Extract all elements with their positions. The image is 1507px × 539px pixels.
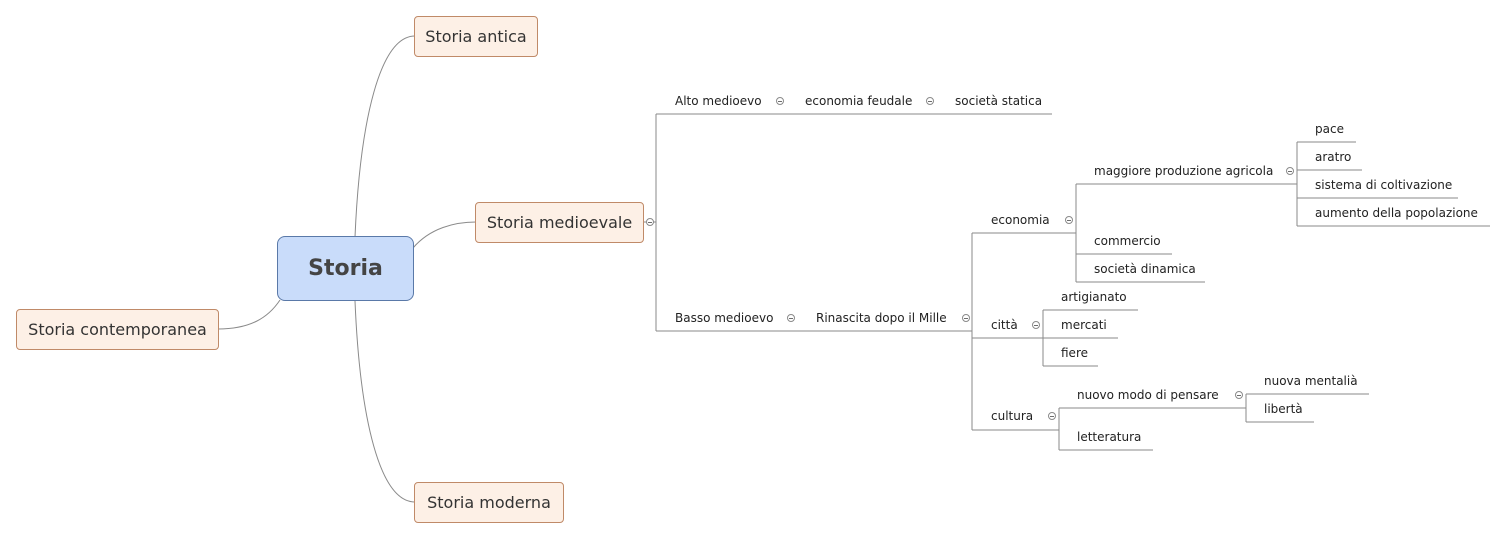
connector-pensare-split bbox=[1237, 393, 1369, 423]
collapse-icon[interactable] bbox=[1235, 391, 1243, 399]
node-maggiore-produzione[interactable]: maggiore produzione agricola bbox=[1094, 164, 1274, 178]
node-cultura[interactable]: cultura bbox=[991, 409, 1034, 423]
topic-storia-contemporanea[interactable]: Storia contemporanea bbox=[16, 309, 219, 350]
connector-basso-split bbox=[805, 232, 1065, 431]
connector-economia-split bbox=[1065, 183, 1295, 283]
collapse-icon[interactable] bbox=[776, 97, 784, 105]
collapse-icon[interactable] bbox=[787, 314, 795, 322]
node-sistema-coltivazione[interactable]: sistema di coltivazione bbox=[1315, 178, 1453, 192]
node-aumento-popolazione[interactable]: aumento della popolazione bbox=[1315, 206, 1478, 220]
collapse-icon[interactable] bbox=[926, 97, 934, 105]
node-fiere[interactable]: fiere bbox=[1061, 346, 1088, 360]
node-economia-feudale[interactable]: economia feudale bbox=[805, 94, 913, 108]
topic-storia-moderna[interactable]: Storia moderna bbox=[414, 482, 564, 523]
node-rinascita[interactable]: Rinascita dopo il Mille bbox=[816, 311, 947, 325]
node-societa-statica[interactable]: società statica bbox=[955, 94, 1043, 108]
node-nuovo-modo-pensare[interactable]: nuovo modo di pensare bbox=[1077, 388, 1219, 402]
node-aratro[interactable]: aratro bbox=[1315, 150, 1352, 164]
collapse-icon[interactable] bbox=[1286, 167, 1294, 175]
node-commercio[interactable]: commercio bbox=[1094, 234, 1161, 248]
node-letteratura[interactable]: letteratura bbox=[1077, 430, 1142, 444]
node-societa-dinamica[interactable]: società dinamica bbox=[1094, 262, 1196, 276]
node-economia[interactable]: economia bbox=[991, 213, 1050, 227]
central-topic[interactable]: Storia bbox=[277, 236, 414, 301]
collapse-icon[interactable] bbox=[1048, 412, 1056, 420]
node-citta[interactable]: città bbox=[991, 318, 1018, 332]
connector-contemporanea bbox=[217, 299, 281, 330]
connector-antica bbox=[354, 35, 416, 238]
node-basso-medioevo[interactable]: Basso medioevo bbox=[675, 311, 774, 325]
connector-medioevale bbox=[412, 221, 477, 249]
connector-moderna bbox=[354, 300, 416, 503]
connector-medioevo-split bbox=[643, 113, 805, 332]
node-pace[interactable]: pace bbox=[1315, 122, 1344, 136]
node-mercati[interactable]: mercati bbox=[1061, 318, 1107, 332]
connector-cultura-split bbox=[1048, 407, 1237, 451]
node-alto-medioevo[interactable]: Alto medioevo bbox=[675, 94, 762, 108]
connector-citta-split bbox=[1035, 309, 1138, 367]
node-nuova-mentalita[interactable]: nuova mentalià bbox=[1264, 374, 1358, 388]
topic-storia-medioevale[interactable]: Storia medioevale bbox=[475, 202, 644, 243]
topic-storia-antica[interactable]: Storia antica bbox=[414, 16, 538, 57]
collapse-icon[interactable] bbox=[962, 314, 970, 322]
connector-produzione-split bbox=[1295, 141, 1490, 227]
collapse-icon[interactable] bbox=[646, 218, 654, 226]
collapse-icon[interactable] bbox=[1065, 216, 1073, 224]
node-artigianato[interactable]: artigianato bbox=[1061, 290, 1127, 304]
node-liberta[interactable]: libertà bbox=[1264, 402, 1303, 416]
collapse-icon[interactable] bbox=[1032, 321, 1040, 329]
